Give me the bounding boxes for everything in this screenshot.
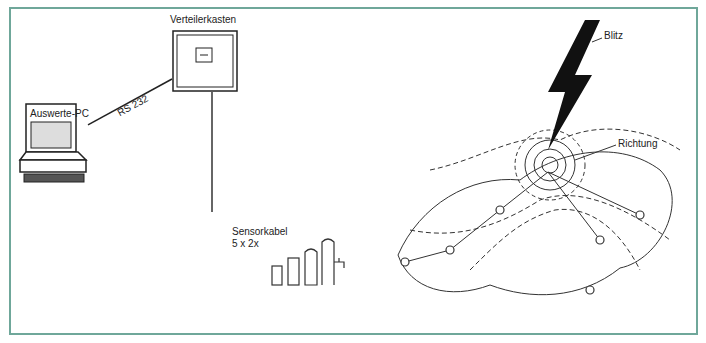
sensor-points (401, 206, 644, 294)
sensor-symbols (272, 239, 344, 285)
annotation-label: Blitz (604, 30, 623, 41)
connector-label: RS 232 (115, 93, 150, 119)
annotation-label: Richtung (618, 138, 657, 149)
node-label: Auswerte-PC (30, 108, 89, 119)
annotation-label: Sensorkabel (232, 226, 288, 237)
node-label: Verteilerkasten (170, 14, 236, 25)
strike-circles (515, 130, 585, 200)
lightning-bolt (548, 20, 600, 150)
cabinet-outline (172, 30, 238, 92)
cabinet-node: Verteilerkasten (172, 30, 238, 92)
leader-line (592, 38, 602, 42)
annotation-label: 5 x 2x (232, 238, 259, 249)
cable-connector (88, 79, 172, 125)
map-outline (398, 129, 680, 295)
sensor-cable (211, 92, 213, 212)
frame (10, 8, 697, 334)
laptop-node: Auswerte-PC (18, 96, 88, 192)
leader-line (575, 145, 616, 160)
